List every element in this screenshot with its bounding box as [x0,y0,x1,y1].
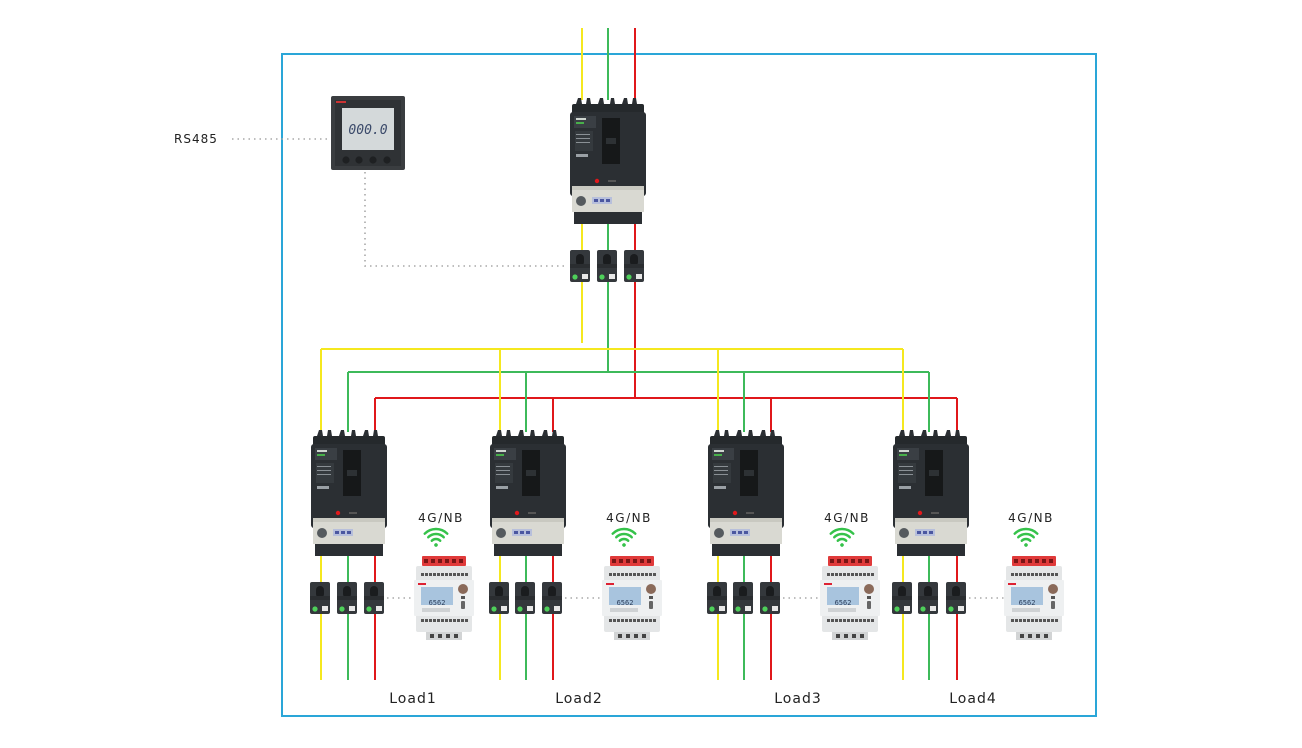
branch-2-ct-l1 [489,582,509,614]
branch-2-load-label: Load2 [555,691,603,707]
branch-3-wifi-icon [828,521,856,549]
branch-3-wireless-meter [820,556,880,640]
main-breaker [570,98,646,224]
branch-3-ct-l1 [707,582,727,614]
branch-4: 6562 4G/NB Load4 [892,430,1064,707]
branch-1-ct-l1 [310,582,330,614]
branch-4-breaker [893,430,969,556]
branch-2-breaker [490,430,566,556]
branch-3: 6562 4G/NB Load3 [707,430,880,707]
branch-3-wireless-label: 4G/NB [824,511,870,525]
branch-4-ct-l3 [946,582,966,614]
branch-2-wifi-icon [610,521,638,549]
rs485-label: RS485 [174,132,218,146]
branch-3-load-label: Load3 [774,691,822,707]
branch-1-wifi-icon [422,521,450,549]
branch-3-breaker [708,430,784,556]
branch-3-ct-l2 [733,582,753,614]
branch-1-wireless-meter [414,556,474,640]
communication-lines [232,138,568,267]
branch-1-meter-display: 6562 [429,599,446,607]
branch-4-wifi-icon [1012,521,1040,549]
branch-3-meter-display: 6562 [835,599,852,607]
branch-2-ct-l2 [515,582,535,614]
branch-4-wireless-label: 4G/NB [1008,511,1054,525]
branch-1-wireless-label: 4G/NB [418,511,464,525]
branch-2-wireless-meter [602,556,662,640]
branch-1: 6562 4G/NB Load1 [310,430,474,707]
branch-4-ct-l1 [892,582,912,614]
main-ct-l1 [570,250,590,282]
main-ct-l2 [597,250,617,282]
panel-meter-display: 000.0 [348,123,387,138]
branch-4-ct-l2 [918,582,938,614]
branch-1-load-label: Load1 [389,691,437,707]
panel-meter: 000.0 [331,96,405,170]
main-ct-l3 [624,250,644,282]
branch-2: 6562 4G/NB Load2 [489,430,662,707]
branch-1-ct-l3 [364,582,384,614]
branch-4-wireless-meter [1004,556,1064,640]
panel-frame [281,53,1097,717]
branch-3-ct-l3 [760,582,780,614]
branch-2-wireless-label: 4G/NB [606,511,652,525]
ct-to-panel-meter-line [364,172,568,267]
branch-2-ct-l3 [542,582,562,614]
branch-circuits: 6562 4G/NB Load1 6562 4G/NB Load2 6562 4G/NB Loa… [310,430,1064,707]
main-current-transformers [570,250,644,282]
branch-1-breaker [311,430,387,556]
branch-4-load-label: Load4 [949,691,997,707]
branch-1-ct-l2 [337,582,357,614]
branch-4-meter-display: 6562 [1019,599,1036,607]
branch-2-meter-display: 6562 [617,599,634,607]
